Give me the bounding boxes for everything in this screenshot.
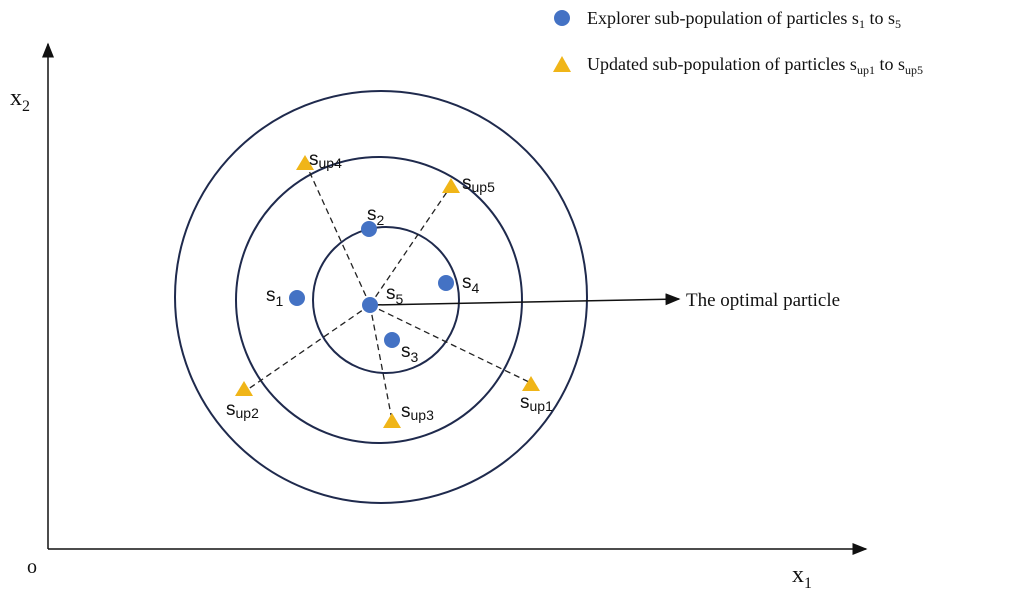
label-sup3: sup3	[401, 401, 434, 423]
particle-sup4	[296, 155, 314, 170]
x-axis-label: x1	[792, 562, 812, 589]
middle-ring	[235, 156, 523, 444]
particle-sup1	[522, 376, 540, 391]
y-axis-label: x2	[10, 85, 30, 115]
optimal-particle-label: The optimal particle	[686, 290, 840, 311]
particle-sup3	[383, 413, 401, 428]
label-sup4: sup4	[309, 149, 342, 171]
link-sup5	[369, 185, 452, 306]
label-s3: s3	[401, 341, 419, 365]
label-s5: s5	[386, 283, 404, 307]
optimal-arrow	[371, 293, 681, 306]
particle-s4	[438, 275, 454, 291]
legend: Explorer sub-population of particles s1 …	[553, 8, 923, 77]
legend-updated-icon	[553, 56, 571, 72]
legend-explorer-icon	[554, 10, 570, 26]
label-sup5: sup5	[462, 173, 495, 195]
label-sup2: sup2	[226, 399, 259, 421]
link-sup4	[304, 161, 371, 306]
particle-sup2	[235, 381, 253, 396]
particle-sup5	[442, 178, 460, 193]
origin-label: o	[27, 556, 37, 578]
outer-ring	[174, 90, 588, 504]
link-sup2	[243, 304, 371, 393]
legend-updated-label: Updated sub-population of particles sup1…	[587, 54, 923, 77]
legend-explorer-label: Explorer sub-population of particles s1 …	[587, 8, 901, 31]
link-sup3	[369, 304, 393, 421]
particle-s1	[289, 290, 305, 306]
particle-s5	[362, 297, 378, 313]
label-s1: s1	[266, 285, 284, 309]
particle-s3	[384, 332, 400, 348]
particle-s2	[361, 221, 377, 237]
label-sup1: sup1	[520, 392, 553, 414]
inner-ring	[312, 226, 460, 374]
label-s2: s2	[367, 204, 385, 228]
label-s4: s4	[462, 272, 480, 296]
